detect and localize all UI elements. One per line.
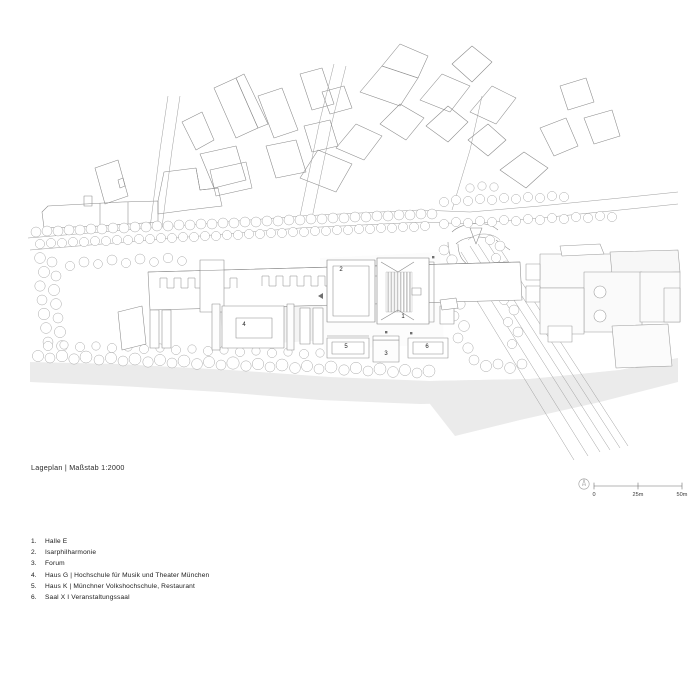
legend-label: Isarphilharmonie xyxy=(45,549,97,557)
legend-item-3: 3. Forum xyxy=(31,558,209,569)
building-number-isarphilharmonie: 2 xyxy=(339,267,343,273)
legend-item-1: 1. Halle E xyxy=(31,536,209,547)
legend-item-5: 5. Haus K | Münchner Volkshochschule, Re… xyxy=(31,581,209,592)
scale-bar: 0 25m 50m xyxy=(578,474,688,500)
building-3-forum xyxy=(372,335,400,363)
tree-row-east xyxy=(438,235,528,374)
roundabout-junction xyxy=(447,223,511,273)
building-4-haus-g xyxy=(117,303,324,351)
scale-tick-0: 0 xyxy=(592,492,595,498)
legend-label: Saal X I Veranstaltungssaal xyxy=(45,593,130,601)
legend-item-4: 4. Haus G | Hochschule für Musik und The… xyxy=(31,570,209,581)
tree-cluster-west xyxy=(34,252,187,352)
building-number-haus-k: 5 xyxy=(344,344,348,350)
scale-ruler xyxy=(593,482,683,490)
legend-item-6: 6. Saal X I Veranstaltungssaal xyxy=(31,592,209,603)
building-number-halle-e: 1 xyxy=(401,314,405,320)
industrial-complex-east xyxy=(525,243,681,369)
building-6-saal-x xyxy=(407,337,449,359)
building-number-haus-g: 4 xyxy=(242,322,246,328)
legend-label: Forum xyxy=(45,560,65,568)
building-1-halle-e xyxy=(376,257,435,325)
north-arrow-icon xyxy=(578,478,590,490)
building-number-labels: 1 2 3 4 5 6 xyxy=(242,267,429,357)
legend-number: 3. xyxy=(31,560,37,568)
building-5-haus-k xyxy=(326,335,370,359)
legend-number: 1. xyxy=(31,538,37,545)
legend-label: Haus K | Münchner Volkshochschule, Resta… xyxy=(45,582,195,590)
urban-block-northwest xyxy=(41,67,353,229)
plan-annotations xyxy=(318,256,435,335)
ancillary-buildings xyxy=(439,297,459,325)
tree-row-northeast xyxy=(439,181,617,229)
legend-label: Haus G | Hochschule für Musik und Theate… xyxy=(45,571,210,579)
tree-belt-riverside xyxy=(32,340,436,379)
building-legend: 1. Halle E 2. Isarphilharmonie 3. Forum … xyxy=(31,536,209,603)
legend-label: Halle E xyxy=(45,538,68,545)
scale-tick-50: 50m xyxy=(677,492,688,498)
legend-number: 5. xyxy=(31,582,37,590)
scale-tick-25: 25m xyxy=(633,492,644,498)
building-2-isarphilharmonie xyxy=(326,259,376,323)
legend-number: 6. xyxy=(31,593,37,601)
river-isar xyxy=(30,358,678,436)
building-number-forum: 3 xyxy=(384,351,388,357)
tree-row-north-inner xyxy=(35,221,430,249)
street-network xyxy=(27,63,679,251)
building-number-saal-x: 6 xyxy=(425,344,429,350)
plan-caption: Lageplan | Maßstab 1:2000 xyxy=(31,463,125,472)
legend-number: 4. xyxy=(31,571,37,579)
urban-block-northeast xyxy=(299,43,621,193)
tree-rows xyxy=(30,181,617,379)
tree-row-north xyxy=(30,208,438,238)
legend-number: 2. xyxy=(31,549,37,557)
site-plan-drawing: 1 2 3 4 5 6 xyxy=(27,43,681,461)
legend-item-2: 2. Isarphilharmonie xyxy=(31,547,209,558)
